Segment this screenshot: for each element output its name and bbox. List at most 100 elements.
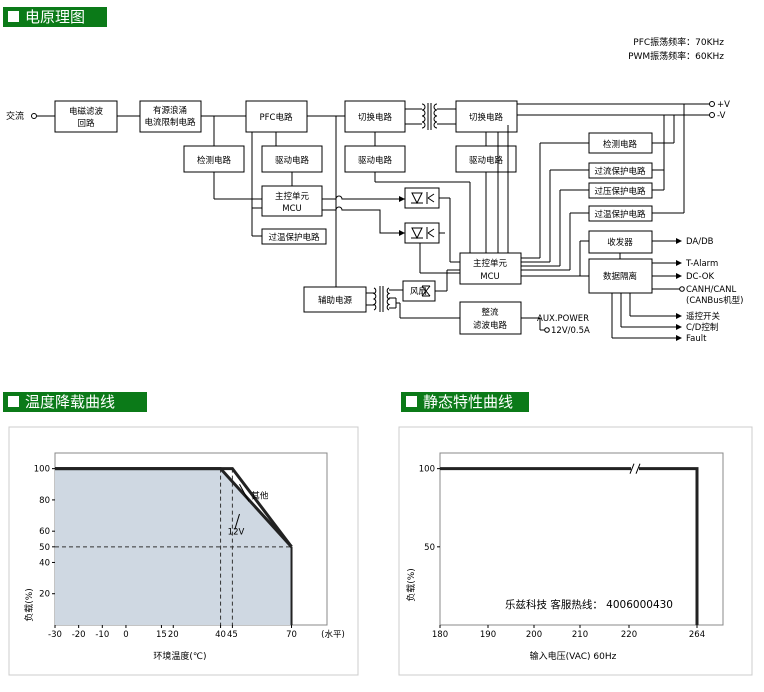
detect-circuit-1-label: 检测电路 (197, 155, 232, 166)
fan-icon (421, 285, 431, 297)
static-title: 静态特性曲线 (423, 393, 514, 411)
square-bullet-icon (8, 11, 19, 22)
derating-chart-panel (8, 426, 359, 676)
mcu-1-label-2: MCU (282, 204, 302, 214)
input-terminal (31, 113, 37, 119)
canh-canl-label: CANH/CANL (686, 285, 736, 295)
axis-break-mark (631, 462, 639, 475)
mcu-2-label-1: 主控单元 (473, 258, 508, 269)
square-bullet-icon (8, 396, 19, 407)
x-tick-label: 15 (156, 630, 167, 640)
square-bullet-icon (406, 396, 417, 407)
y-tick-label: 20 (39, 590, 50, 600)
optocoupler-icon (404, 222, 440, 244)
aux-power-block (303, 286, 367, 313)
over-temp-circuit-2-label: 过温保护电路 (594, 209, 646, 220)
series-leader-12v (234, 513, 240, 530)
canh-terminal (679, 286, 685, 292)
over-temp-circuit-1-label: 过温保护电路 (268, 232, 320, 243)
aux-output-terminal (544, 327, 550, 333)
dc-ok-label: DC-OK (686, 272, 714, 282)
x-tick-label: -20 (72, 630, 86, 640)
x-tick-label: 20 (168, 630, 179, 640)
mcu-2-label-2: MCU (480, 272, 500, 282)
rectifier-block (459, 301, 522, 335)
drive-circuit-1-label: 驱动电路 (275, 155, 310, 166)
remote-switch-label: 遥控开关 (686, 311, 721, 322)
x-tick-label: 45 (227, 630, 238, 640)
inrush-limit-label-2: 电流限制电路 (144, 117, 196, 128)
transformer-icon (366, 286, 391, 312)
inrush-limit-label-1: 有源浪涌 (153, 105, 187, 116)
derating-xlabel: 环境温度(℃) (153, 650, 206, 662)
x-tick-label: -10 (95, 630, 109, 640)
x-tick-label: 40 (215, 630, 226, 640)
static-xlabel: 输入电压(VAC) 60Hz (530, 650, 617, 662)
aux-power-label: 辅助电源 (318, 295, 353, 306)
data-isolation-label: 数据隔离 (603, 271, 637, 282)
drive-circuit-3-label: 驱动电路 (469, 155, 504, 166)
y-tick-label: 100 (34, 465, 50, 475)
derating-ylabel: 负载(%) (23, 588, 35, 622)
x-tick-label: 180 (432, 630, 448, 640)
mcu-1-label-1: 主控单元 (275, 191, 310, 202)
series-leader-other (239, 484, 250, 502)
transceiver-label: 收发器 (607, 237, 633, 248)
x-tick-label: 220 (621, 630, 637, 640)
aux-rating-label: 12V/0.5A (551, 326, 590, 336)
t-alarm-label: T-Alarm (685, 259, 718, 269)
schematic-header: 电原理图 (3, 7, 107, 27)
transformer-icon (405, 103, 456, 130)
y-tick-label: 100 (419, 465, 435, 475)
switch-circuit-2-label: 切换电路 (469, 112, 504, 123)
pwm-frequency: PWM振荡频率：60KHz (628, 50, 724, 62)
over-voltage-label: 过压保护电路 (594, 186, 646, 197)
derating-xunit: (水平) (321, 629, 345, 640)
emi-filter-label-1: 电磁滤波 (69, 106, 104, 117)
y-tick-label: 60 (39, 527, 50, 537)
rectifier-label-1: 整流 (481, 307, 499, 318)
emi-filter-block (54, 100, 118, 133)
canbus-note: (CANBus机型) (686, 295, 743, 306)
derating-safe-area (55, 468, 292, 625)
fan-label: 风扇 (410, 286, 427, 297)
pfc-block (245, 100, 308, 133)
y-tick-label: 80 (39, 496, 50, 506)
static-header: 静态特性曲线 (401, 392, 529, 412)
block-diagram: PFC振荡频率：70KHz PWM振荡频率：60KHz 交流 电磁滤波 回路 有… (6, 36, 743, 344)
da-db-label: DA/DB (686, 237, 714, 247)
pfc-frequency: PFC振荡频率：70KHz (633, 36, 724, 48)
service-hotline-watermark: 乐兹科技 客服热线： 4006000430 (505, 598, 673, 611)
static-chart: 180 190 200 210 220 264 50 100 负载(%) 输入电压(VAC) … (398, 426, 753, 676)
switch-circuit-2 (455, 100, 518, 133)
switch-circuit-1-label: 切换电路 (358, 112, 393, 123)
x-tick-label: 210 (572, 630, 588, 640)
static-ylabel: 负载(%) (405, 568, 417, 602)
schematic-title: 电原理图 (25, 8, 86, 26)
derating-series-line (55, 467, 293, 548)
pfc-label: PFC电路 (260, 112, 293, 123)
optocoupler-icon (404, 187, 440, 209)
drive-circuit-1 (261, 145, 323, 173)
input-label: 交流 (6, 110, 24, 122)
rectifier-label-2: 滤波电路 (473, 320, 508, 331)
x-tick-label: 264 (689, 630, 705, 640)
aux-power-output-label: AUX.POWER (537, 314, 589, 324)
static-series-line (440, 467, 699, 625)
x-tick-label: 70 (286, 630, 297, 640)
mcu-block-2 (459, 252, 522, 285)
fault-label: Fault (686, 334, 707, 344)
vminus-label: -V (717, 111, 726, 121)
y-tick-label: 50 (424, 543, 435, 553)
series-label-12v: 12V (228, 527, 245, 537)
cd-control-label: C/D控制 (686, 322, 718, 333)
x-tick-label: 190 (480, 630, 496, 640)
x-tick-label: 200 (526, 630, 542, 640)
axis-break-icon (629, 463, 641, 474)
detect-circuit-1 (183, 145, 245, 173)
vplus-terminal (709, 101, 715, 107)
vminus-terminal (709, 112, 715, 118)
static-plot-frame (439, 452, 724, 626)
data-isolation-block (588, 258, 653, 294)
